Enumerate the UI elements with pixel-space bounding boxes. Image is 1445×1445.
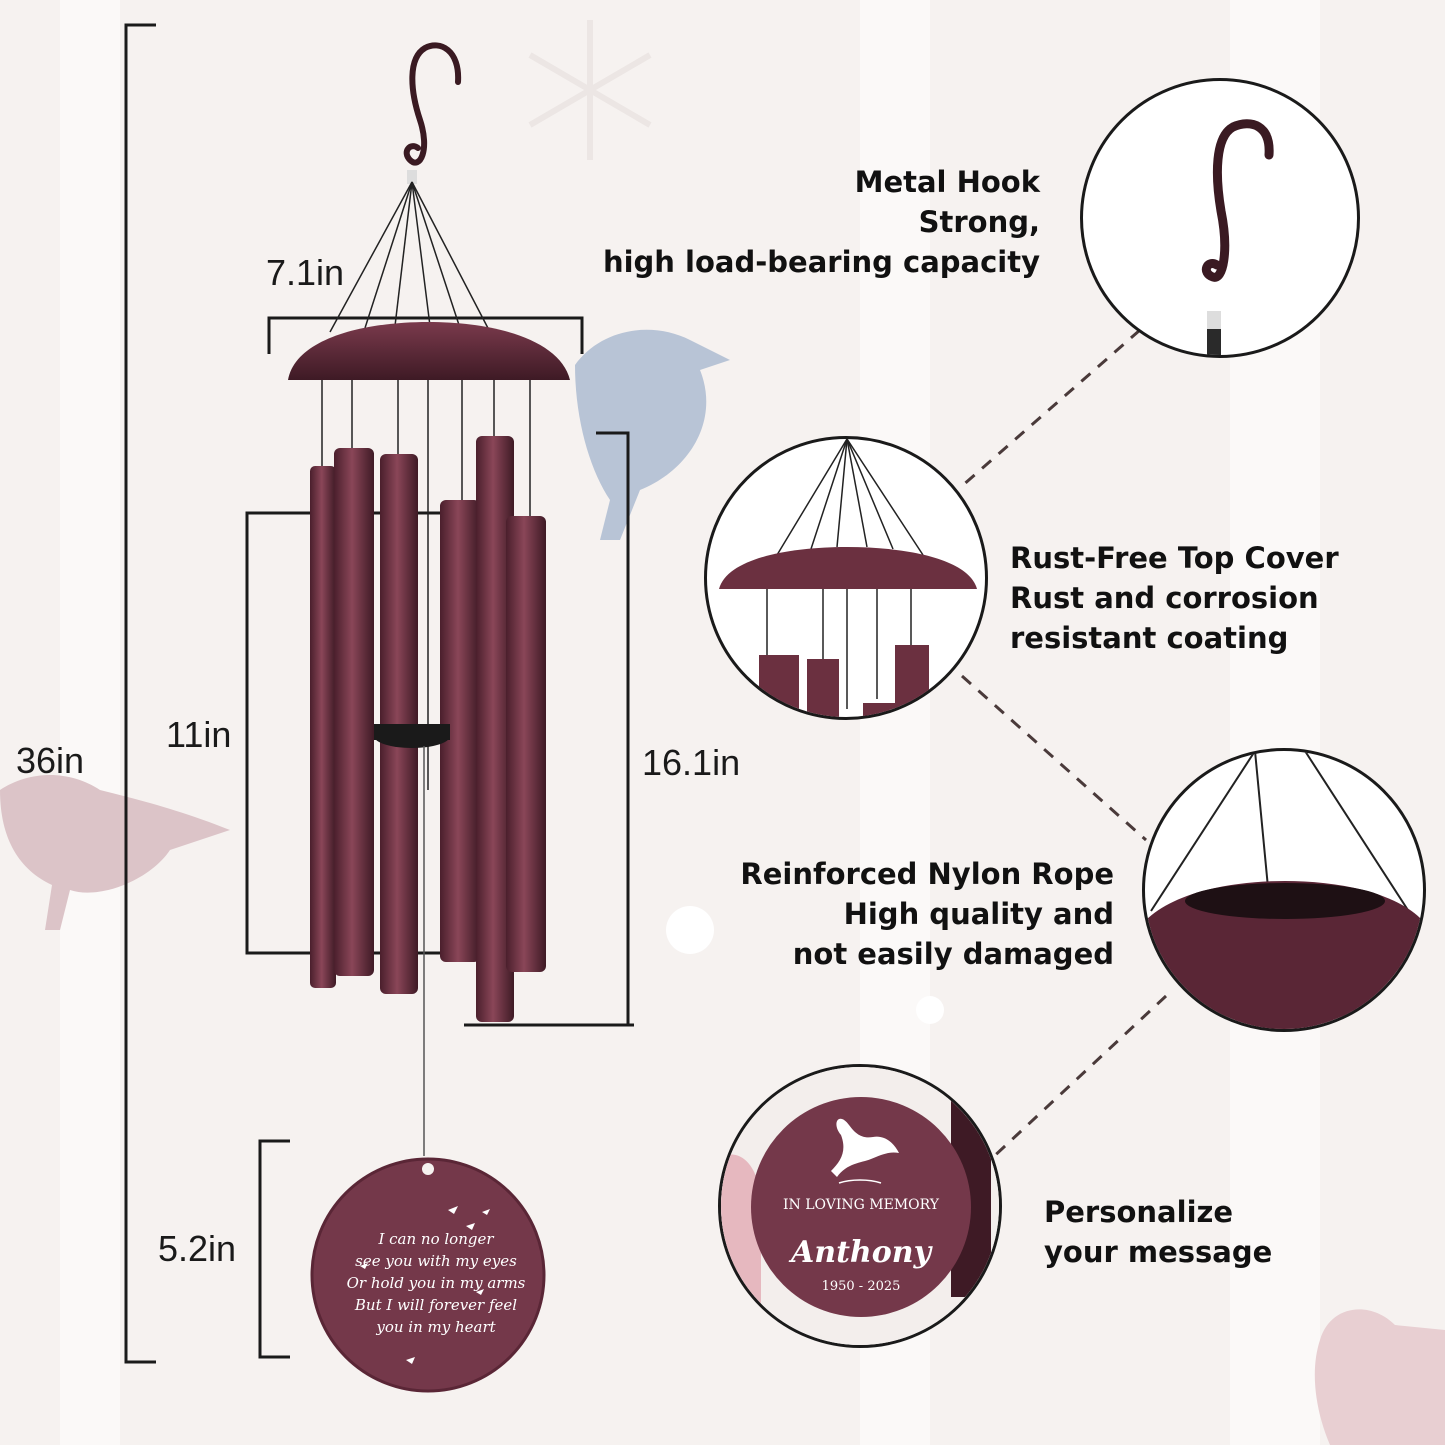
top-cover-icon (719, 439, 977, 717)
total-height-label: 36in (16, 740, 85, 781)
top-width-bracket (267, 316, 584, 354)
rope-closeup-circle (1142, 748, 1426, 1032)
pink-bird-icon-2 (1314, 1309, 1445, 1445)
feature-line: high load-bearing capacity (602, 245, 1040, 279)
short-tube-label: 11in (166, 714, 232, 755)
pink-bird-icon (0, 775, 230, 930)
feature-personalize: Personalize your message (1044, 1192, 1384, 1272)
top-cover-closeup-circle (704, 436, 988, 720)
poem-line: Or hold you in my arms (346, 1274, 526, 1292)
hook-closeup-circle (1080, 78, 1360, 358)
feature-line: High quality and (843, 897, 1114, 931)
poem-text: I can no longer see you with my eyes Or … (336, 1228, 536, 1338)
long-tube-label: 16.1in (642, 742, 741, 783)
total-height-bracket (124, 23, 156, 1364)
feature-line: Strong, (918, 205, 1040, 239)
wind-chime-image (288, 42, 570, 1393)
poem-line: see you with my eyes (355, 1252, 517, 1270)
blue-bird-icon (575, 329, 730, 540)
feature-line: your message (1044, 1235, 1273, 1269)
feature-line: Rust and corrosion (1010, 581, 1319, 615)
hook-icon (403, 42, 462, 166)
dove-icon (831, 1118, 899, 1177)
disc-bracket (258, 1139, 290, 1359)
feature-nylon-rope: Reinforced Nylon Rope High quality and n… (620, 854, 1114, 974)
memorial-disc-image (721, 1067, 999, 1345)
disc-diameter-label: 5.2in (158, 1228, 237, 1269)
poem-disc (312, 1159, 544, 1391)
feature-title: Personalize (1044, 1195, 1234, 1229)
poem-line: But I will forever feel (354, 1296, 518, 1314)
top-width-label: 7.1in (266, 252, 345, 293)
long-tube-bracket-bottom (464, 1023, 634, 1027)
feature-line: not easily damaged (792, 937, 1114, 971)
feature-title: Rust-Free Top Cover (1010, 541, 1339, 575)
memorial-disc-circle: IN LOVING MEMORY Anthony 1950 - 2025 (718, 1064, 1002, 1348)
rope-icon (1145, 751, 1423, 1029)
short-tube-bracket (245, 511, 502, 955)
feature-top-cover: Rust-Free Top Cover Rust and corrosion r… (1010, 538, 1430, 658)
memorial-heading: IN LOVING MEMORY (782, 1197, 939, 1213)
poem-line: I can no longer (378, 1230, 494, 1248)
feature-title: Metal Hook (854, 165, 1040, 199)
memorial-name: Anthony (790, 1235, 931, 1270)
top-cover (288, 322, 570, 380)
snowflake-icon (528, 20, 652, 160)
feature-metal-hook: Metal Hook Strong, high load-bearing cap… (560, 162, 1040, 282)
memorial-years: 1950 - 2025 (821, 1279, 901, 1294)
hook-icon (1201, 119, 1274, 355)
feature-title: Reinforced Nylon Rope (740, 857, 1114, 891)
dashed-connectors (961, 328, 1168, 1162)
poem-line: you in my heart (376, 1318, 496, 1336)
feature-line: resistant coating (1010, 621, 1289, 655)
